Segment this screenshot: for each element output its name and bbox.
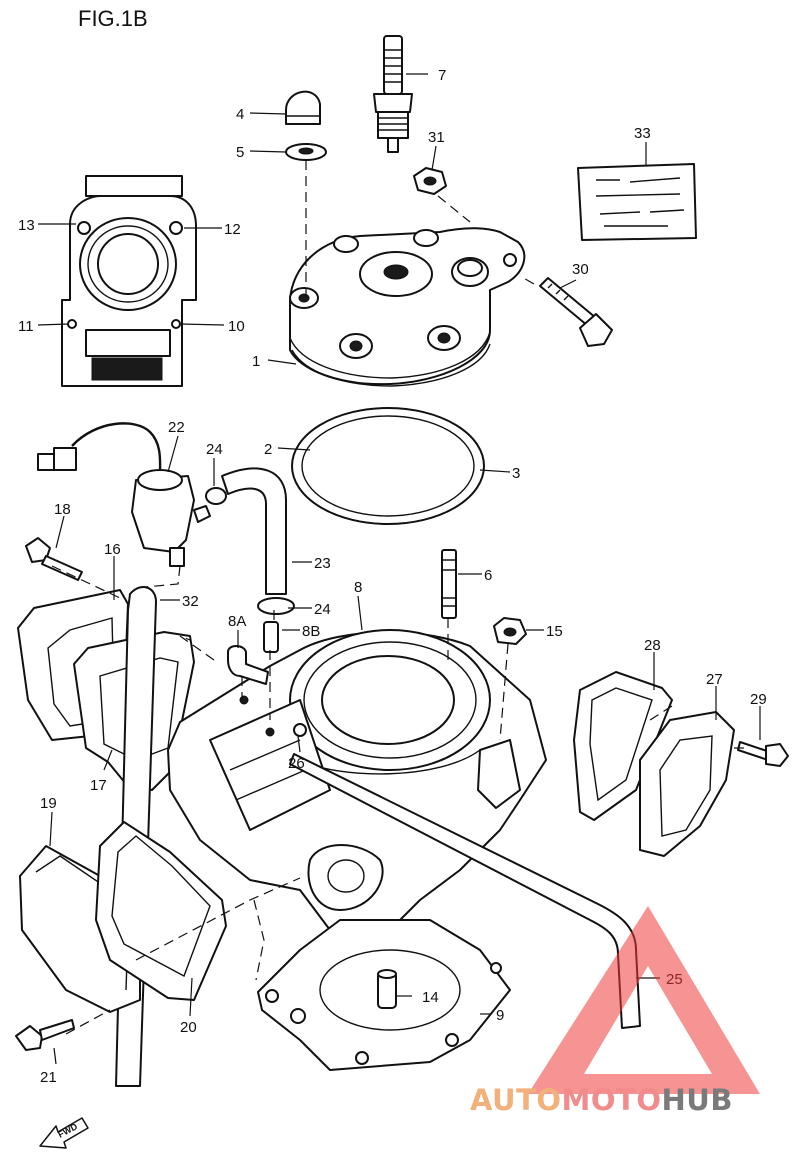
warning-label-part [577, 163, 697, 241]
cover-bolt-part [737, 741, 789, 767]
cover-gasket-part [95, 821, 227, 1001]
cover-bolt-lower-part [15, 1019, 75, 1051]
fitting-straight-part [263, 621, 279, 653]
callout-28: 28 [644, 637, 661, 654]
spark-plug-part [373, 35, 413, 153]
cylinder-top-inset [61, 175, 197, 387]
solenoid-valve-part [37, 422, 211, 567]
flange-nut-part [493, 617, 527, 645]
watermark-part2: MOTO [562, 1083, 662, 1117]
callout-6: 6 [484, 567, 492, 584]
o-ring-parts [291, 407, 485, 525]
watermark-text: AUTOMOTOHUB [470, 1083, 733, 1117]
callout-26: 26 [288, 755, 305, 772]
watermark-logo: AUTOMOTOHUB [470, 906, 760, 1117]
callout-9: 9 [496, 1007, 504, 1024]
cylinder-head-part [289, 227, 526, 387]
watermark-part3: HUB [662, 1083, 733, 1117]
callout-24-upper: 24 [206, 441, 223, 458]
figure-title: FIG.1B [78, 6, 148, 31]
callout-14: 14 [422, 989, 439, 1006]
callout-7: 7 [438, 67, 446, 84]
vacuum-hose-part [221, 467, 287, 595]
callout-12: 12 [224, 221, 241, 238]
callout-27: 27 [706, 671, 723, 688]
cylinder-part [167, 629, 547, 931]
callout-4: 4 [236, 106, 244, 123]
valve-gasket-part [573, 671, 673, 821]
dowel-pin-part [377, 969, 397, 1009]
forward-arrow-icon: FWD [39, 1117, 89, 1149]
nut-part [413, 167, 447, 195]
callout-8: 8 [354, 579, 362, 596]
callout-23: 23 [314, 555, 331, 572]
callout-5: 5 [236, 144, 244, 161]
callout-33: 33 [634, 125, 651, 142]
callout-labels: 4 5 1 7 31 33 30 13 12 11 10 2 3 22 24 2… [18, 67, 767, 1086]
callout-3: 3 [512, 465, 520, 482]
stud-bolt-part [441, 549, 457, 619]
leader-lines [37, 73, 761, 1065]
head-bolt-part [539, 277, 613, 347]
bolt-part [25, 537, 83, 581]
callout-20: 20 [180, 1019, 197, 1036]
callout-11: 11 [18, 318, 34, 335]
hose-clamp-part [205, 487, 295, 615]
callout-2: 2 [264, 441, 272, 458]
callout-1: 1 [252, 353, 260, 370]
callout-31: 31 [428, 129, 445, 146]
callout-8a: 8A [228, 613, 246, 630]
fitting-elbow-part [227, 645, 269, 685]
callout-15: 15 [546, 623, 563, 640]
callout-21: 21 [40, 1069, 57, 1086]
guide-lines [51, 160, 744, 1035]
washer-part [285, 143, 327, 161]
watermark-part1: AUTO [470, 1083, 562, 1117]
callout-13: 13 [18, 217, 35, 234]
callout-29: 29 [750, 691, 767, 708]
callout-17: 17 [90, 777, 107, 794]
cap-nut-part [285, 90, 321, 125]
callout-16: 16 [104, 541, 121, 558]
callout-32: 32 [182, 593, 199, 610]
drain-pipe-part [289, 753, 641, 1029]
callout-22: 22 [168, 419, 185, 436]
callout-19: 19 [40, 795, 57, 812]
callout-18: 18 [54, 501, 71, 518]
callout-10: 10 [228, 318, 245, 335]
callout-24-lower: 24 [314, 601, 331, 618]
callout-30: 30 [572, 261, 589, 278]
callout-8b: 8B [302, 623, 320, 640]
valve-cover-part [639, 711, 735, 857]
watermark-triangle-icon [528, 906, 760, 1094]
